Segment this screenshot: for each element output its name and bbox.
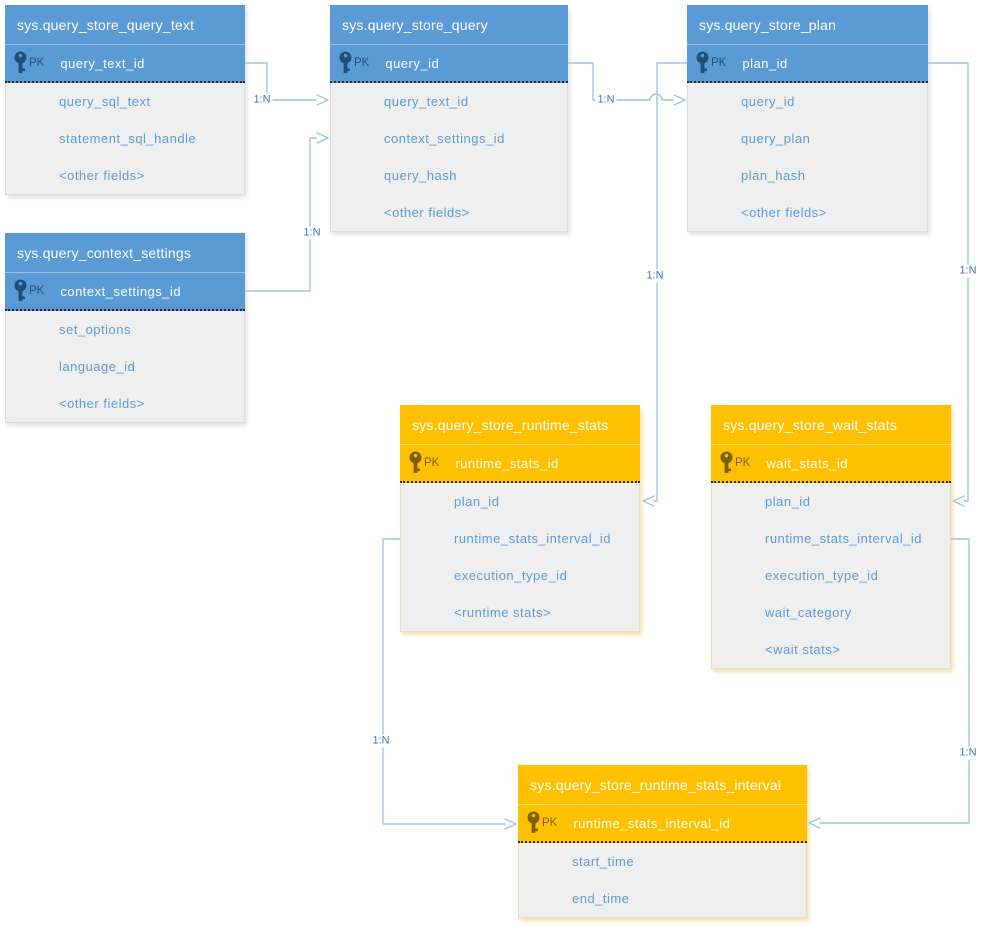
- field-row: end_time: [572, 891, 630, 906]
- field-row: statement_sql_handle: [59, 131, 197, 146]
- field-row: query_id: [741, 94, 795, 109]
- relationship-label: 1:N: [644, 269, 666, 283]
- field-row: query_sql_text: [59, 94, 151, 109]
- relationship-label: 1:N: [301, 226, 323, 240]
- pk-badge: PK: [354, 57, 370, 69]
- primary-key-row: PK runtime_stats_id: [400, 445, 640, 483]
- field-row: <other fields>: [59, 396, 145, 411]
- field-row: execution_type_id: [765, 568, 879, 583]
- key-icon: [527, 811, 540, 833]
- pk-badge: PK: [542, 817, 558, 829]
- connector-query-to-plan[interactable]: [567, 62, 674, 101]
- arrowhead-plan-to-waitstats: [952, 495, 965, 507]
- arrowhead-plan-to-runtimestats: [642, 495, 655, 507]
- field-row: runtime_stats_interval_id: [454, 531, 612, 546]
- relationship-label: 1:N: [370, 734, 392, 748]
- field-row: start_time: [572, 854, 635, 869]
- pk-badge: PK: [29, 57, 45, 69]
- entity-table-query-store-runtime-stats-interval[interactable]: sys.query_store_runtime_stats_interval P…: [518, 765, 807, 918]
- key-icon: [409, 451, 422, 473]
- table-fields: set_options language_id <other fields>: [5, 311, 245, 423]
- field-row: execution_type_id: [454, 568, 568, 583]
- field-row: query_plan: [741, 131, 811, 146]
- field-row: <other fields>: [384, 205, 470, 220]
- table-title: sys.query_store_wait_stats: [711, 405, 951, 445]
- field-row: plan_id: [765, 494, 811, 509]
- primary-key-row: PK wait_stats_id: [711, 445, 951, 483]
- table-fields: query_text_id context_settings_id query_…: [330, 83, 568, 232]
- primary-key-row: PK context_settings_id: [5, 273, 245, 311]
- connector-contextsettings-to-query[interactable]: [244, 137, 317, 292]
- pk-badge: PK: [711, 57, 727, 69]
- relationship-label: 1:N: [957, 264, 979, 278]
- field-row: query_text_id: [384, 94, 469, 109]
- relationship-label: 1:N: [957, 746, 979, 760]
- field-row: <wait stats>: [765, 642, 841, 657]
- pk-field-name: runtime_stats_interval_id: [573, 815, 731, 831]
- pk-field-name: runtime_stats_id: [455, 455, 559, 471]
- arrowhead-waitstats-to-interval: [808, 817, 821, 829]
- pk-field-name: query_id: [385, 55, 440, 71]
- arrowhead-querytext-to-query: [316, 94, 329, 106]
- field-row: query_hash: [384, 168, 457, 183]
- pk-field-name: wait_stats_id: [766, 455, 848, 471]
- field-row: context_settings_id: [384, 131, 505, 146]
- table-title: sys.query_store_plan: [687, 5, 928, 45]
- primary-key-row: PK query_text_id: [5, 45, 245, 83]
- field-row: set_options: [59, 322, 131, 337]
- table-fields: plan_id runtime_stats_interval_id execut…: [400, 483, 640, 632]
- field-row: <other fields>: [59, 168, 145, 183]
- arrowhead-query-to-plan: [673, 94, 686, 106]
- table-title: sys.query_store_query_text: [5, 5, 245, 45]
- table-title: sys.query_store_runtime_stats_interval: [518, 765, 807, 805]
- key-icon: [14, 279, 27, 301]
- arrowhead-contextsettings-to-query: [316, 132, 329, 144]
- entity-table-query-store-runtime-stats[interactable]: sys.query_store_runtime_stats PK runtime…: [400, 405, 640, 632]
- entity-table-query-store-query-text[interactable]: sys.query_store_query_text PK query_text…: [5, 5, 245, 195]
- entity-table-query-store-query[interactable]: sys.query_store_query PK query_id query_…: [330, 5, 568, 232]
- pk-field-name: plan_id: [742, 55, 788, 71]
- primary-key-row: PK plan_id: [687, 45, 928, 83]
- pk-badge: PK: [29, 285, 45, 297]
- arrowhead-runtimestats-to-interval: [504, 818, 517, 830]
- field-row: wait_category: [765, 605, 852, 620]
- relationship-label: 1:N: [595, 93, 617, 107]
- entity-table-query-store-wait-stats[interactable]: sys.query_store_wait_stats PK wait_stats…: [711, 405, 951, 669]
- table-fields: query_id query_plan plan_hash <other fie…: [687, 83, 928, 232]
- field-row: plan_hash: [741, 168, 806, 183]
- pk-badge: PK: [424, 457, 440, 469]
- field-row: plan_id: [454, 494, 500, 509]
- field-row: language_id: [59, 359, 136, 374]
- field-row: <other fields>: [741, 205, 827, 220]
- primary-key-row: PK query_id: [330, 45, 568, 83]
- pk-badge: PK: [735, 457, 751, 469]
- table-title: sys.query_context_settings: [5, 233, 245, 273]
- key-icon: [696, 51, 709, 73]
- entity-table-query-context-settings[interactable]: sys.query_context_settings PK context_se…: [5, 233, 245, 423]
- primary-key-row: PK runtime_stats_interval_id: [518, 805, 807, 843]
- field-row: <runtime stats>: [454, 605, 552, 620]
- table-title: sys.query_store_query: [330, 5, 568, 45]
- pk-field-name: context_settings_id: [60, 283, 182, 299]
- key-icon: [339, 51, 352, 73]
- key-icon: [720, 451, 733, 473]
- table-fields: query_sql_text statement_sql_handle <oth…: [5, 83, 245, 195]
- table-fields: start_time end_time: [518, 843, 807, 918]
- entity-table-query-store-plan[interactable]: sys.query_store_plan PK plan_id query_id…: [687, 5, 928, 232]
- key-icon: [14, 51, 27, 73]
- table-title: sys.query_store_runtime_stats: [400, 405, 640, 445]
- relationship-label: 1:N: [251, 93, 273, 107]
- table-fields: plan_id runtime_stats_interval_id execut…: [711, 483, 951, 669]
- field-row: runtime_stats_interval_id: [765, 531, 923, 546]
- pk-field-name: query_text_id: [60, 55, 145, 71]
